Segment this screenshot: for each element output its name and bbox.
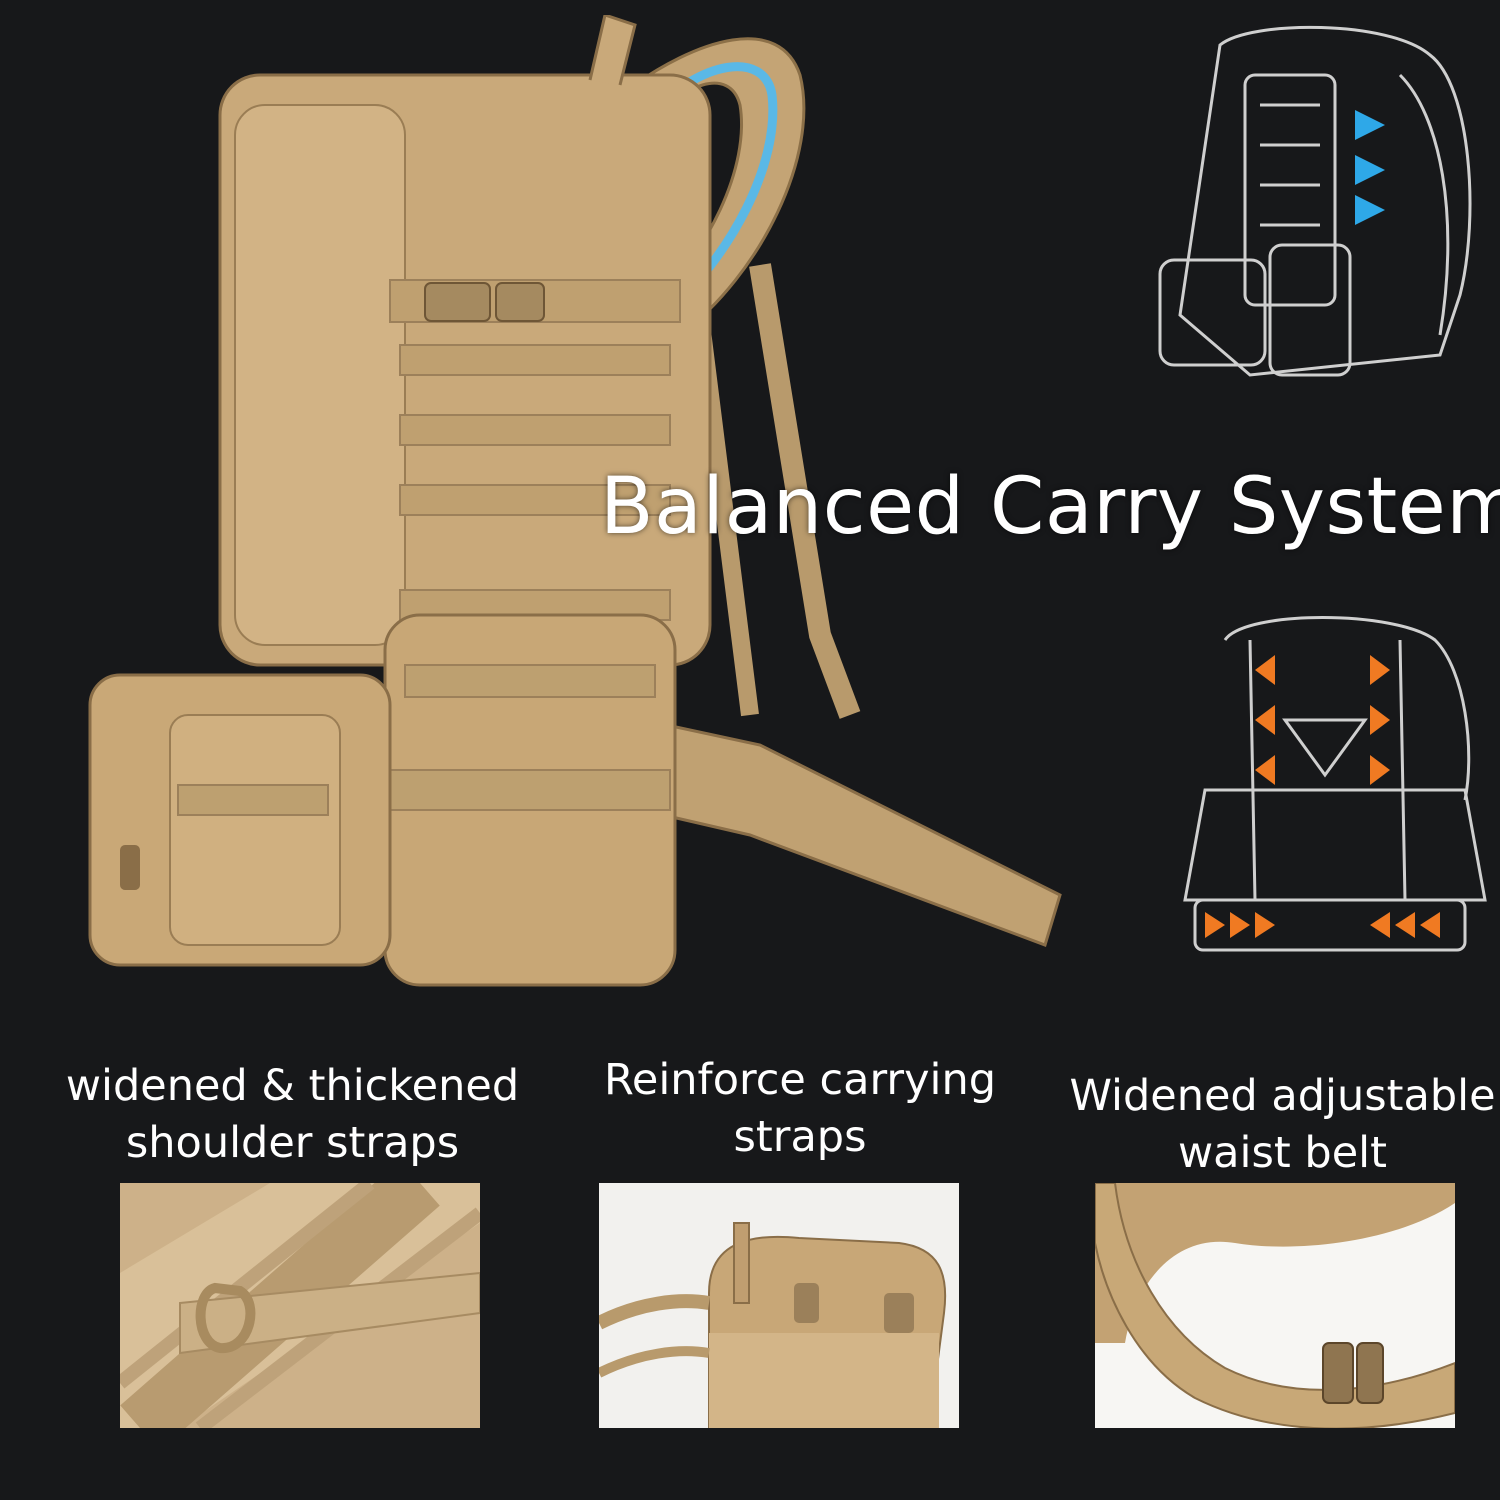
waist-belt-detail-image [1095,1183,1455,1428]
feature-caption-carrying-straps: Reinforce carrying straps [585,1052,1015,1166]
caption-line: straps [733,1112,867,1162]
load-arrows [1205,655,1440,938]
airflow-arrows [1355,110,1385,225]
shoulder-strap-detail-image [120,1183,480,1428]
feature-caption-waist-belt: Widened adjustable waist belt [1060,1068,1500,1182]
caption-line: widened & thickened [65,1061,520,1111]
headline: Balanced Carry System [600,462,1500,552]
feature-caption-shoulder-straps: widened & thickened shoulder straps [40,1058,545,1172]
harness-schematic [1183,616,1487,952]
backpack-main-image [88,15,1062,987]
carrying-strap-detail-image [599,1183,959,1428]
caption-line: shoulder straps [125,1118,460,1168]
back-panel-schematic [1158,25,1472,377]
caption-line: Widened adjustable [1069,1071,1496,1121]
caption-line: waist belt [1178,1128,1387,1178]
caption-line: Reinforce carrying [603,1055,997,1105]
